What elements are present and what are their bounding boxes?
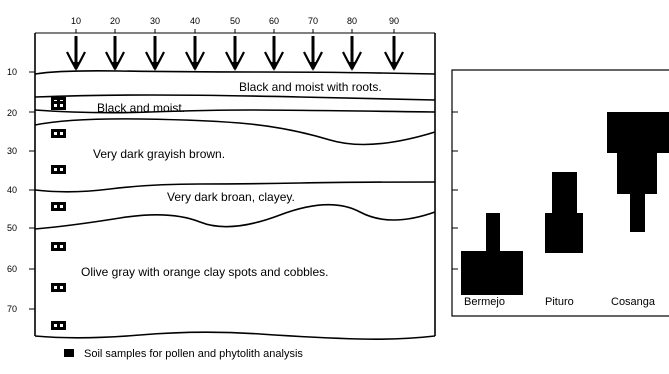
depth-label: 30: [7, 146, 17, 156]
horizon-boundary: [34, 109, 436, 114]
soil-sample-marker: [51, 129, 66, 138]
roots: [66, 36, 404, 71]
root-icon: [342, 36, 362, 71]
taxon-label: Cosanga: [611, 296, 656, 308]
horizon-boundary: [34, 70, 436, 75]
depth-axis: 10 20 30 40 50 60 70: [7, 67, 35, 314]
root-icon: [384, 36, 404, 71]
depth-label: 40: [7, 185, 17, 195]
horizon-label: Black and moist with roots.: [239, 80, 382, 94]
soil-sample-marker: [51, 321, 66, 330]
horizon-boundaries: [34, 33, 436, 340]
bermejo-bar: [486, 213, 500, 253]
root-icon: [185, 36, 205, 71]
soil-sample-marker: [51, 283, 66, 292]
root-icon: [225, 36, 245, 71]
horizon-boundary: [34, 181, 436, 193]
cosanga-bar: [607, 112, 669, 153]
horizon-boundary: [34, 203, 436, 230]
pituro-bar: [552, 172, 577, 215]
top-tick-label: 70: [308, 16, 318, 26]
top-tick-label: 30: [150, 16, 160, 26]
horizon-label: Very dark broan, clayey.: [167, 190, 295, 204]
horizon-label: Olive gray with orange clay spots and co…: [81, 265, 328, 279]
top-tick-label: 80: [347, 16, 357, 26]
soil-sample-marker: [51, 242, 66, 251]
bermejo-bar: [461, 251, 523, 295]
depth-label: 10: [7, 67, 17, 77]
profile-bottom-edge: [34, 331, 436, 340]
top-axis: 10 20 30 40 50 60 70 80 90: [35, 16, 435, 34]
root-icon: [264, 36, 284, 71]
depth-label: 70: [7, 304, 17, 314]
top-tick-label: 20: [110, 16, 120, 26]
horizon-label: Very dark grayish brown.: [93, 147, 225, 161]
black-square-icon: [64, 349, 74, 357]
soil-sample-marker: [51, 202, 66, 211]
top-tick-label: 90: [389, 16, 399, 26]
root-icon: [105, 36, 125, 71]
root-icon: [145, 36, 165, 71]
horizon-label: Black and moist.: [97, 101, 185, 115]
cosanga-bar: [630, 192, 645, 232]
horizon-boundary: [34, 118, 436, 146]
soil-profile: 10 20 30 40 50 60 70 80 90 10 20 30 40 5…: [7, 16, 436, 340]
depth-label: 50: [7, 223, 17, 233]
top-tick-label: 60: [269, 16, 279, 26]
soil-samples: [51, 97, 66, 330]
top-tick-label: 10: [71, 16, 81, 26]
soil-sample-marker: [51, 165, 66, 174]
cosanga-bar: [617, 151, 657, 194]
taxon-label: Pituro: [545, 296, 574, 308]
horizon-boundary: [34, 94, 436, 101]
taxon-label: Bermejo: [464, 296, 505, 308]
top-tick-label: 40: [190, 16, 200, 26]
chart-ticks: [452, 111, 458, 270]
legend: Soil samples for pollen and phytolith an…: [64, 348, 303, 360]
depth-label: 60: [7, 264, 17, 274]
root-icon: [303, 36, 323, 71]
pituro-bar: [545, 213, 583, 253]
soil-sample-marker: [51, 101, 66, 110]
top-tick-label: 50: [230, 16, 240, 26]
depth-label: 20: [7, 108, 17, 118]
pollen-chart: Bermejo Pituro Cosanga: [451, 69, 669, 317]
legend-label: Soil samples for pollen and phytolith an…: [84, 348, 303, 360]
root-icon: [66, 36, 86, 71]
